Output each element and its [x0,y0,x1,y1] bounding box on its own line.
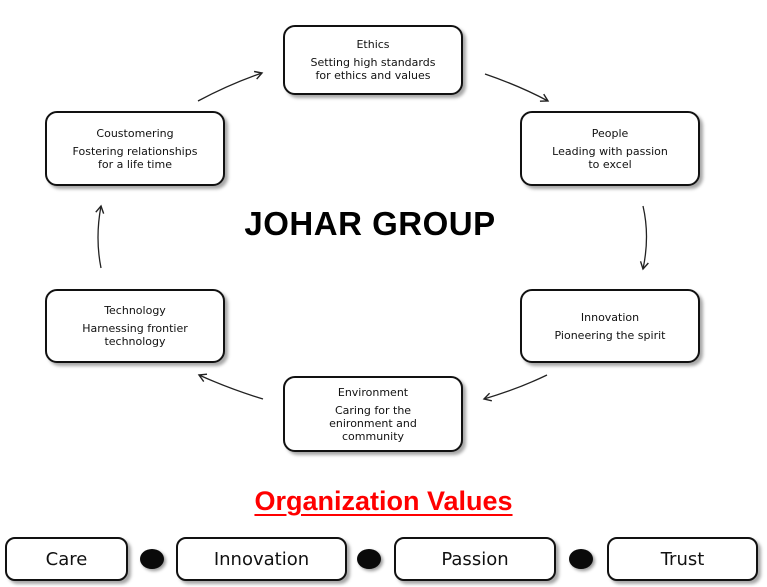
node-title: People [591,126,629,140]
node-people: People Leading with passion to excel [520,111,700,186]
node-description: Leading with passion to excel [552,144,668,171]
node-description: Fostering relationships for a life time [72,144,198,171]
value-passion: Passion [394,537,556,581]
node-title: Ethics [356,38,390,51]
value-label: Passion [441,548,509,570]
node-environment: Environment Caring for the enironment an… [283,376,463,452]
node-description: Setting high standards for ethics and va… [310,56,436,82]
node-title: Technology [104,304,166,317]
bullet-icon [357,549,381,569]
value-care: Care [5,537,128,581]
arrow-coustomering-to-ethics [197,70,264,102]
value-label: Innovation [213,548,310,570]
node-description: Harnessing frontier technology [82,322,188,348]
value-trust: Trust [607,537,758,581]
node-technology: Technology Harnessing frontier technolog… [45,289,225,363]
center-title: JOHAR GROUP [244,205,496,242]
node-title: Coustomering [96,126,174,140]
node-innovation: Innovation Pioneering the spirit [520,289,700,363]
value-label: Trust [660,548,705,570]
value-label: Care [45,548,88,570]
arrow-ethics-to-people [484,73,550,102]
arrow-technology-to-coustomering [95,204,105,269]
node-description: Caring for the enironment and community [329,403,417,443]
node-description: Pioneering the spirit [554,328,666,342]
node-title: Innovation [580,310,640,324]
values-heading: Organization Values [254,486,513,516]
node-title: Environment [337,385,409,399]
arrow-environment-to-technology [197,373,264,400]
bullet-icon [569,549,593,569]
arrow-innovation-to-environment [482,374,548,402]
arrow-people-to-innovation [639,205,649,271]
node-coustomering: Coustomering Fostering relationships for… [45,111,225,186]
value-innovation: Innovation [176,537,347,581]
bullet-icon [140,549,164,569]
node-ethics: Ethics Setting high standards for ethics… [283,25,463,95]
